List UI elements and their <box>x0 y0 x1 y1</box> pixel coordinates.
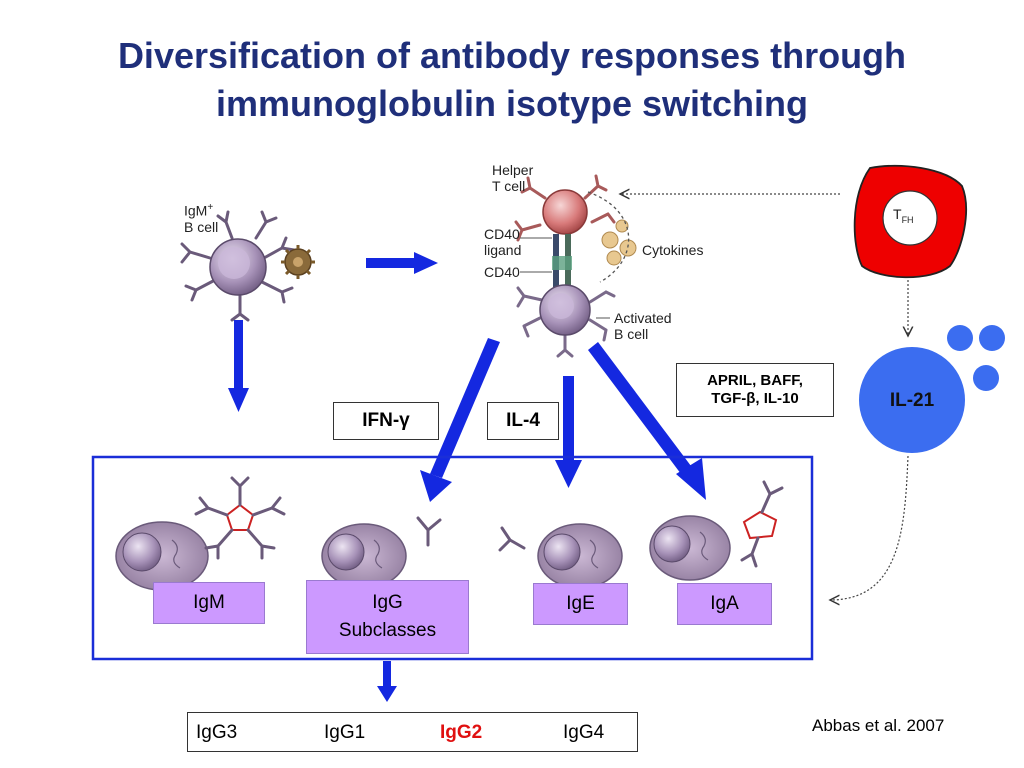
chain-igg1: IgG1 <box>324 722 366 743</box>
cd40-label: CD40 <box>484 264 520 280</box>
igm-b-cell <box>180 210 296 322</box>
cytokines-label: Cytokines <box>642 242 704 258</box>
plasma-cell-igm <box>115 521 209 591</box>
igm-b-cell-label-2: B cell <box>184 218 219 235</box>
isotype-igm-box: IgM <box>153 582 265 624</box>
april-baff-box: APRIL, BAFF, TGF-β, IL-10 <box>676 363 834 417</box>
april-line-1: APRIL, BAFF, <box>707 372 803 389</box>
tfh-label-sub: FH <box>901 214 914 225</box>
helper-t-cell-label: Helper T cell <box>492 162 533 194</box>
cd40-ligand-label: CD40 ligand <box>484 226 521 258</box>
arrow-to-igg <box>420 338 500 502</box>
slide-title: Diversification of antibody responses th… <box>0 32 1024 128</box>
isotype-iga-box: IgA <box>677 583 772 625</box>
isotype-igg-box: IgG Subclasses <box>306 580 469 654</box>
il4-box: IL-4 <box>487 402 559 440</box>
il21-cluster <box>859 325 1005 453</box>
chain-igg3: IgG3 <box>196 722 238 743</box>
cytokine-path-arrow <box>587 191 630 283</box>
cytokine-dots <box>601 219 637 266</box>
igm-b-cell-label: IgM+ B cell <box>184 200 218 235</box>
arrow-to-ige <box>555 376 582 488</box>
isotype-panel <box>91 455 814 661</box>
tfh-label: TFH <box>893 206 914 225</box>
iga-dimer-icon <box>740 480 784 568</box>
activated-b-cell-label-2: B cell <box>614 326 649 342</box>
cd40-ligand-label-2: ligand <box>484 242 522 258</box>
igg-antibody-icon <box>416 516 442 547</box>
il21-to-isotypes-arrow <box>830 455 909 600</box>
helper-t-cell <box>514 174 616 242</box>
ige-antibody-icon <box>498 526 526 552</box>
cd40-ligand-bond <box>552 234 572 290</box>
isotype-ige-box: IgE <box>533 583 628 625</box>
helper-t-cell-label-1: Helper <box>492 162 534 178</box>
title-line-1: Diversification of antibody responses th… <box>117 35 907 76</box>
activated-b-cell-label-1: Activated <box>614 310 672 326</box>
april-line-2: TGF-β, IL-10 <box>711 390 799 407</box>
arrow-down-igm <box>228 320 249 412</box>
helper-t-cell-label-2: T cell <box>492 178 526 194</box>
tfh-cell <box>853 164 967 279</box>
activated-b-cell-label: Activated B cell <box>614 310 672 342</box>
igg-subclass-chain: IgG3 IgG1 IgG2 IgG4 <box>187 712 638 752</box>
arrow-to-igg-subclasses <box>377 661 397 702</box>
plasma-cell-iga <box>649 515 731 581</box>
citation: Abbas et al. 2007 <box>812 716 945 735</box>
ifn-gamma-box: IFN-γ <box>333 402 439 440</box>
arrow-to-iga <box>588 342 706 500</box>
chain-igg4: IgG4 <box>563 722 605 743</box>
antigen-icon <box>281 245 315 279</box>
pentamer-igm-icon <box>194 476 286 560</box>
activated-b-cell <box>516 284 616 358</box>
il21-label: IL-21 <box>889 390 935 411</box>
cd40-ligand-label-1: CD40 <box>484 226 520 242</box>
title-line-2: immunoglobulin isotype switching <box>216 83 808 124</box>
igg-line-1: IgG <box>372 592 403 613</box>
arrow-to-activation <box>366 252 438 274</box>
chain-igg2: IgG2 <box>440 722 483 743</box>
plasma-cell-igg <box>321 523 407 589</box>
igm-b-cell-label-1: IgM <box>184 202 208 219</box>
igm-b-cell-label-sup: + <box>207 202 214 213</box>
tfh-label-main: T <box>893 206 902 222</box>
cell-label-leaders <box>520 237 610 319</box>
plasma-cell-ige <box>537 523 623 589</box>
igg-line-2: Subclasses <box>338 620 437 641</box>
